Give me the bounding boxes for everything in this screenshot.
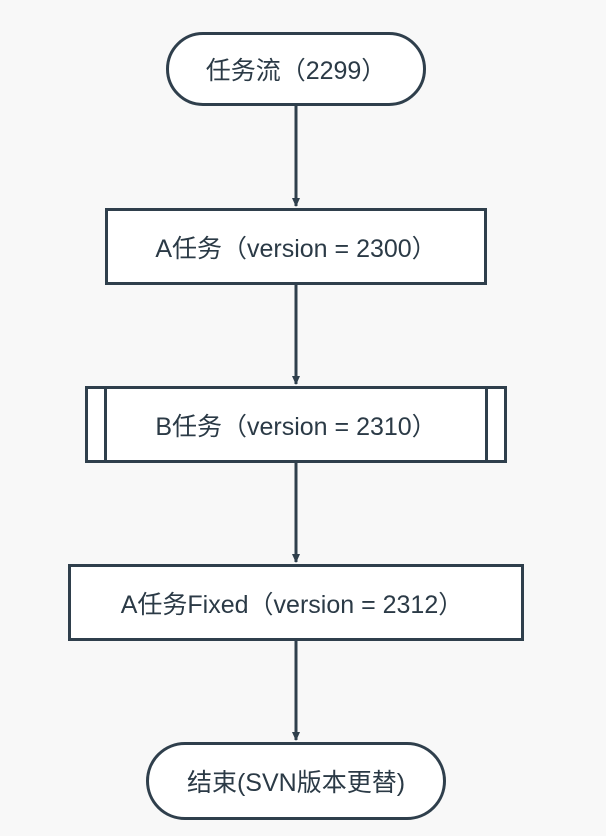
end-node-label: 结束(SVN版本更替) [186,769,406,797]
start-node-label: 任务流（2299） [205,57,387,85]
task-a-fixed-node-label: A任务Fixed（version = 2312） [120,590,464,619]
subprocess-right-bar [485,389,488,460]
task-a-node-label: A任务（version = 2300） [155,234,437,263]
task-a-node: A任务（version = 2300） [105,208,487,285]
start-node: 任务流（2299） [166,32,426,106]
task-a-fixed-node: A任务Fixed（version = 2312） [68,564,524,641]
task-b-node-label: B任务（version = 2310） [155,412,437,441]
task-b-subprocess-node: B任务（version = 2310） [85,386,507,463]
subprocess-left-bar [104,389,107,460]
end-node: 结束(SVN版本更替) [146,742,446,820]
